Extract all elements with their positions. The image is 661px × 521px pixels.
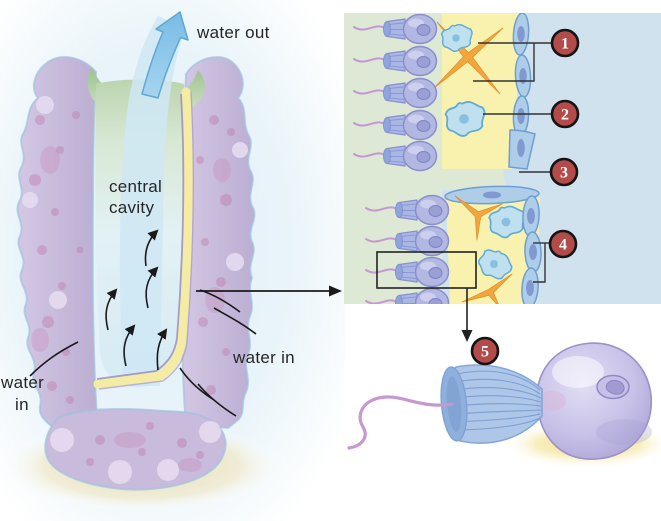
outflow-water-column — [119, 16, 186, 386]
spicule — [461, 273, 513, 304]
water-out-label: water out — [196, 23, 270, 42]
spicule — [433, 21, 504, 95]
collar-interior — [446, 376, 462, 432]
central-cavity-label-line1: central — [109, 177, 162, 196]
callout-1: 1 — [550, 28, 580, 58]
water-out-arrow — [141, 11, 189, 99]
body-shadow — [596, 419, 652, 445]
flagellum-base — [538, 391, 566, 411]
sponge-texture — [22, 96, 248, 484]
callout-5-number: 5 — [481, 344, 489, 361]
callout-lines — [473, 42, 551, 283]
water-in-right-label: water in — [232, 348, 295, 367]
callout-2: 2 — [550, 99, 580, 129]
detail-selection-box — [376, 251, 477, 289]
choanocyte-lining — [93, 87, 193, 389]
lining-inner-edge — [96, 93, 185, 380]
water-in-left-label-line1: water — [0, 373, 44, 392]
sponge-base — [44, 407, 227, 491]
wall-detail-panel: 1 2 3 4 — [344, 13, 661, 342]
central-cavity-label-line2: cavity — [109, 198, 154, 217]
sponge-illustration: water out central cavity water in water … — [0, 0, 345, 521]
magnification-pointer-arrow — [196, 285, 342, 297]
lining-outer-edge — [98, 91, 195, 390]
callout-5: 5 — [470, 336, 500, 366]
epidermis-lower — [521, 195, 542, 304]
cavity-flow-arrows — [105, 229, 168, 371]
sponge-left-wall — [16, 56, 100, 434]
callout-4-number: 4 — [559, 237, 567, 254]
callout-1-number: 1 — [561, 36, 569, 53]
epidermis-upper — [508, 13, 536, 170]
body-highlight — [552, 356, 604, 388]
callout-4: 4 — [548, 229, 578, 259]
flagellum — [347, 395, 454, 450]
callout-3: 3 — [549, 157, 579, 187]
spicule — [454, 195, 503, 241]
callout-3-number: 3 — [560, 165, 568, 182]
nucleolus — [605, 379, 625, 395]
detail-pointer-arrow — [461, 288, 473, 342]
water-in-left-label-line2: in — [15, 395, 29, 414]
magnified-choanocyte: 5 — [347, 336, 661, 466]
callout-2-number: 2 — [561, 107, 569, 124]
water-in-flow-lines — [29, 289, 257, 417]
